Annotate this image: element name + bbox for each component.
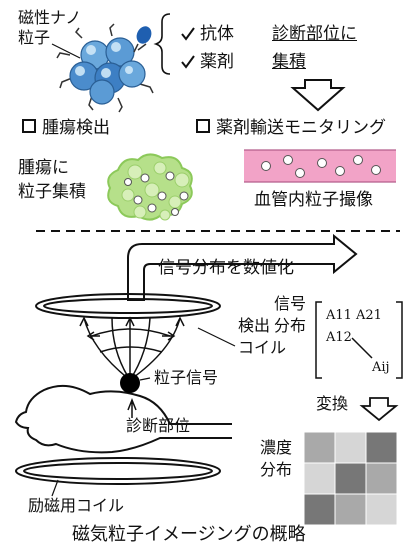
- conc-dist-line1: 濃度: [260, 438, 293, 457]
- target-label-line2: 集積: [272, 52, 306, 72]
- brace: [153, 13, 171, 75]
- check-label-antibody: 抗体: [200, 24, 234, 44]
- matrix-brackets: [315, 301, 403, 379]
- detect-coil-line1: 検出: [238, 316, 271, 335]
- square-bullet-icon: [196, 119, 210, 133]
- section-title-tumor-text: 腫瘍検出: [42, 118, 110, 138]
- signal-dist-line1: 信号: [274, 294, 307, 313]
- matrix-a21: A21: [356, 308, 382, 323]
- down-arrow-icon: [290, 79, 346, 112]
- signal-dist-line2: 分布: [274, 316, 307, 335]
- detection-coil: [35, 293, 221, 319]
- diagnosis-site-label: 診断部位: [126, 416, 191, 435]
- matrix-a12: A12: [326, 330, 352, 345]
- section-title-drug: 薬剤輸送モニタリング: [196, 118, 386, 138]
- head-outline: [14, 384, 232, 454]
- figure-caption: 磁気粒子イメージングの概略: [72, 524, 306, 545]
- blood-vessel-illustration: [244, 149, 396, 183]
- check-label-drug: 薬剤: [200, 52, 234, 72]
- vessel-caption: 血管内粒子撮像: [254, 190, 373, 210]
- matrix-a11: A11: [326, 308, 352, 323]
- excitation-coil: [15, 457, 221, 485]
- section-title-tumor: 腫瘍検出: [22, 118, 110, 138]
- tumor-illustration: [107, 153, 193, 221]
- tumor-caption-line2: 粒子集積: [18, 182, 86, 202]
- excitation-coil-label: 励磁用コイル: [28, 496, 125, 515]
- tumor-caption-line1: 腫瘍に: [18, 158, 69, 178]
- concentration-grid: [303, 431, 398, 526]
- particle-label-line2: 粒子: [18, 28, 51, 47]
- matrix-aij: Aij: [372, 360, 390, 375]
- conc-dist-line2: 分布: [260, 460, 293, 479]
- transform-label: 変換: [316, 394, 349, 413]
- up-arrow-icon: [127, 397, 137, 418]
- nanoparticle-cluster: [51, 23, 154, 113]
- square-bullet-icon: [22, 119, 36, 133]
- check-icon: [181, 27, 195, 69]
- particle-label-line1: 磁性ナノ: [18, 8, 82, 27]
- particle-signal-label: 粒子信号: [154, 368, 219, 387]
- quantify-label: 信号分布を数値化: [158, 258, 294, 278]
- field-lines: [79, 316, 185, 381]
- detect-coil-line2: コイル: [238, 338, 287, 357]
- section-title-drug-text: 薬剤輸送モニタリング: [216, 118, 386, 138]
- target-label-line1: 診断部位に: [272, 24, 357, 44]
- particle-signal-dot: [120, 373, 140, 393]
- transform-arrow-icon: [359, 397, 399, 422]
- hollow-arrow-icon: [127, 233, 358, 301]
